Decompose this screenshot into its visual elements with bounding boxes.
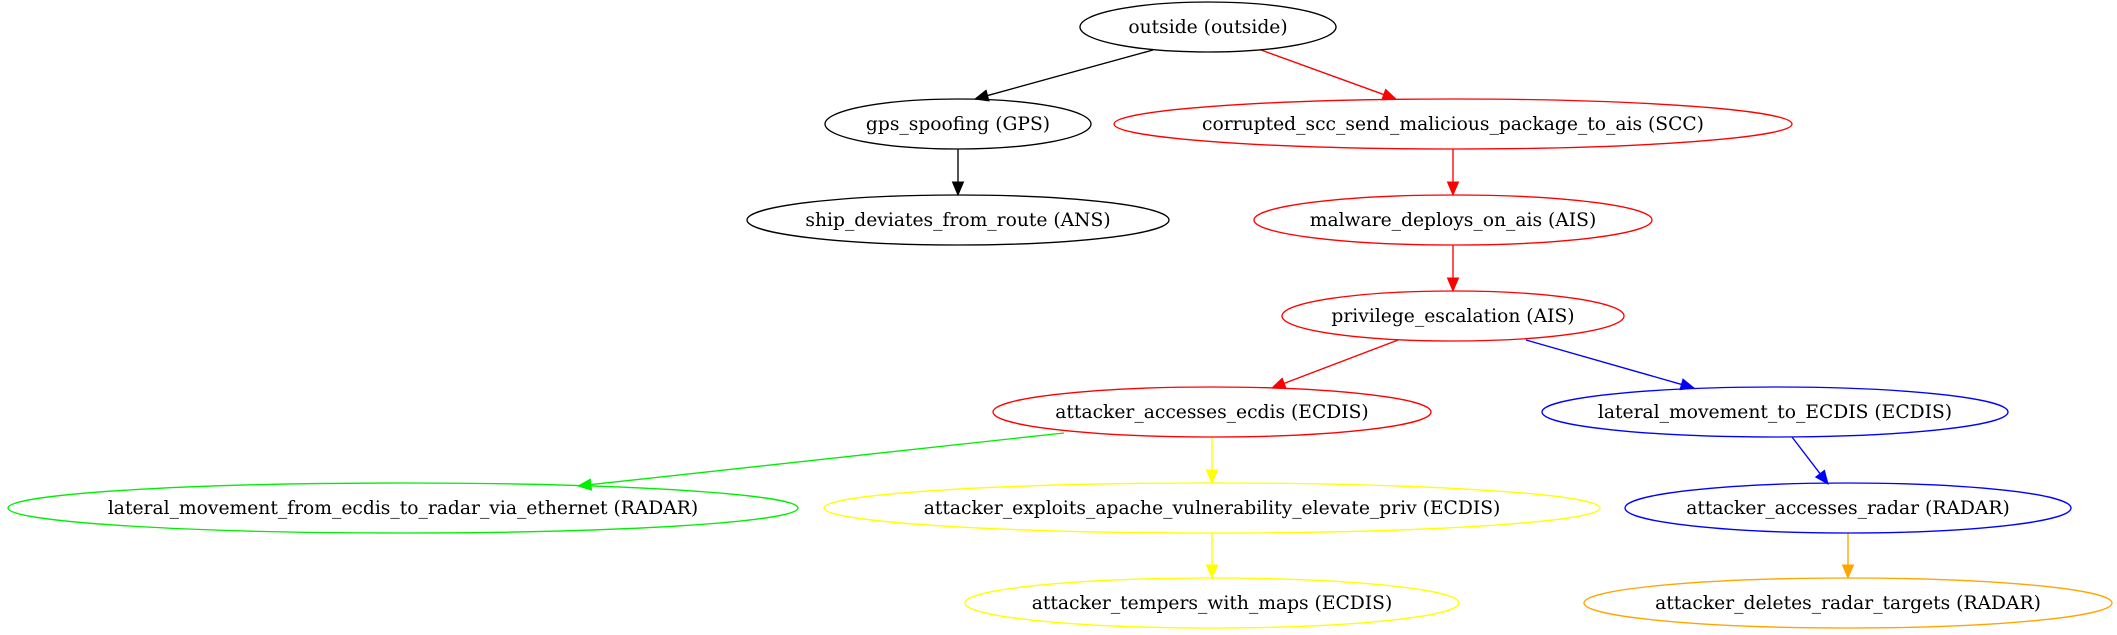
node-exploits_apache: attacker_exploits_apache_vulnerability_e… <box>823 482 1601 534</box>
node-lateral_movement_ecdis: lateral_movement_to_ECDIS (ECDIS) <box>1541 386 2009 438</box>
node-ellipse <box>1253 194 1653 246</box>
node-ellipse <box>823 482 1601 534</box>
arrowhead-icon <box>576 478 593 491</box>
node-gps_spoofing: gps_spoofing (GPS) <box>824 98 1092 150</box>
node-label: attacker_accesses_radar (RADAR) <box>1686 498 2009 519</box>
node-accesses_radar: attacker_accesses_radar (RADAR) <box>1624 482 2072 534</box>
arrowhead-icon <box>1446 277 1460 293</box>
node-ellipse <box>824 98 1092 150</box>
node-tempers_maps: attacker_tempers_with_maps (ECDIS) <box>964 577 1460 629</box>
arrowhead-icon <box>1446 181 1460 197</box>
node-label: malware_deploys_on_ais (AIS) <box>1310 210 1597 231</box>
edge-gps_spoofing-to-ship_deviates <box>951 149 965 197</box>
edge-corrupted_scc-to-malware_deploys <box>1446 149 1460 197</box>
arrowhead-icon <box>1205 469 1219 485</box>
node-ellipse <box>1079 1 1337 53</box>
edge-line <box>1283 339 1399 385</box>
node-label: ship_deviates_from_route (ANS) <box>805 210 1110 231</box>
edge-attacker_accesses_ecdis-to-exploits_apache <box>1205 437 1219 485</box>
edge-outside-to-corrupted_scc <box>1260 49 1398 101</box>
node-ellipse <box>1281 290 1625 342</box>
node-outside: outside (outside) <box>1079 1 1337 53</box>
node-privilege_escalation: privilege_escalation (AIS) <box>1281 290 1625 342</box>
node-label: privilege_escalation (AIS) <box>1331 306 1574 327</box>
arrowhead-icon <box>1841 564 1855 580</box>
arrowhead-icon <box>1814 469 1829 486</box>
edge-line <box>590 432 1065 486</box>
node-label: lateral_movement_from_ecdis_to_radar_via… <box>108 498 698 519</box>
edge-malware_deploys-to-privilege_escalation <box>1446 245 1460 293</box>
node-label: corrupted_scc_send_malicious_package_to_… <box>1202 114 1704 135</box>
node-label: attacker_tempers_with_maps (ECDIS) <box>1032 593 1393 614</box>
edge-line <box>1525 339 1682 386</box>
node-malware_deploys: malware_deploys_on_ais (AIS) <box>1253 194 1653 246</box>
arrowhead-icon <box>1270 377 1287 390</box>
node-ellipse <box>1624 482 2072 534</box>
node-ellipse <box>964 577 1460 629</box>
edge-privilege_escalation-to-attacker_accesses_ecdis <box>1270 339 1399 390</box>
node-label: attacker_exploits_apache_vulnerability_e… <box>924 498 1501 519</box>
node-corrupted_scc: corrupted_scc_send_malicious_package_to_… <box>1113 98 1793 150</box>
node-label: outside (outside) <box>1128 17 1287 38</box>
node-ellipse <box>1541 386 2009 438</box>
node-label: attacker_deletes_radar_targets (RADAR) <box>1655 593 2041 614</box>
node-ellipse <box>1583 577 2113 629</box>
nodes-layer: outside (outside) gps_spoofing (GPS) corru… <box>7 1 2113 629</box>
edge-line <box>987 49 1154 97</box>
node-ellipse <box>992 386 1432 438</box>
node-attacker_accesses_ecdis: attacker_accesses_ecdis (ECDIS) <box>992 386 1432 438</box>
edge-accesses_radar-to-deletes_radar <box>1841 533 1855 580</box>
edges-layer <box>576 49 1855 580</box>
edge-line <box>1791 436 1821 475</box>
edge-attacker_accesses_ecdis-to-lateral_movement_radar <box>576 432 1065 491</box>
edge-line <box>1260 49 1385 96</box>
node-label: attacker_accesses_ecdis (ECDIS) <box>1055 402 1368 423</box>
node-label: lateral_movement_to_ECDIS (ECDIS) <box>1598 402 1952 423</box>
node-label: gps_spoofing (GPS) <box>866 114 1050 135</box>
edge-outside-to-gps_spoofing <box>973 49 1154 102</box>
node-lateral_movement_radar: lateral_movement_from_ecdis_to_radar_via… <box>7 482 799 534</box>
node-ellipse <box>7 482 799 534</box>
arrowhead-icon <box>1205 564 1219 580</box>
node-ellipse <box>1113 98 1793 150</box>
edge-exploits_apache-to-tempers_maps <box>1205 533 1219 580</box>
edge-privilege_escalation-to-lateral_movement_ecdis <box>1525 339 1696 391</box>
node-ship_deviates: ship_deviates_from_route (ANS) <box>746 194 1170 246</box>
arrowhead-icon <box>1381 88 1398 101</box>
node-deletes_radar: attacker_deletes_radar_targets (RADAR) <box>1583 577 2113 629</box>
edge-lateral_movement_ecdis-to-accesses_radar <box>1791 436 1829 486</box>
arrowhead-icon <box>951 181 965 197</box>
node-ellipse <box>746 194 1170 246</box>
